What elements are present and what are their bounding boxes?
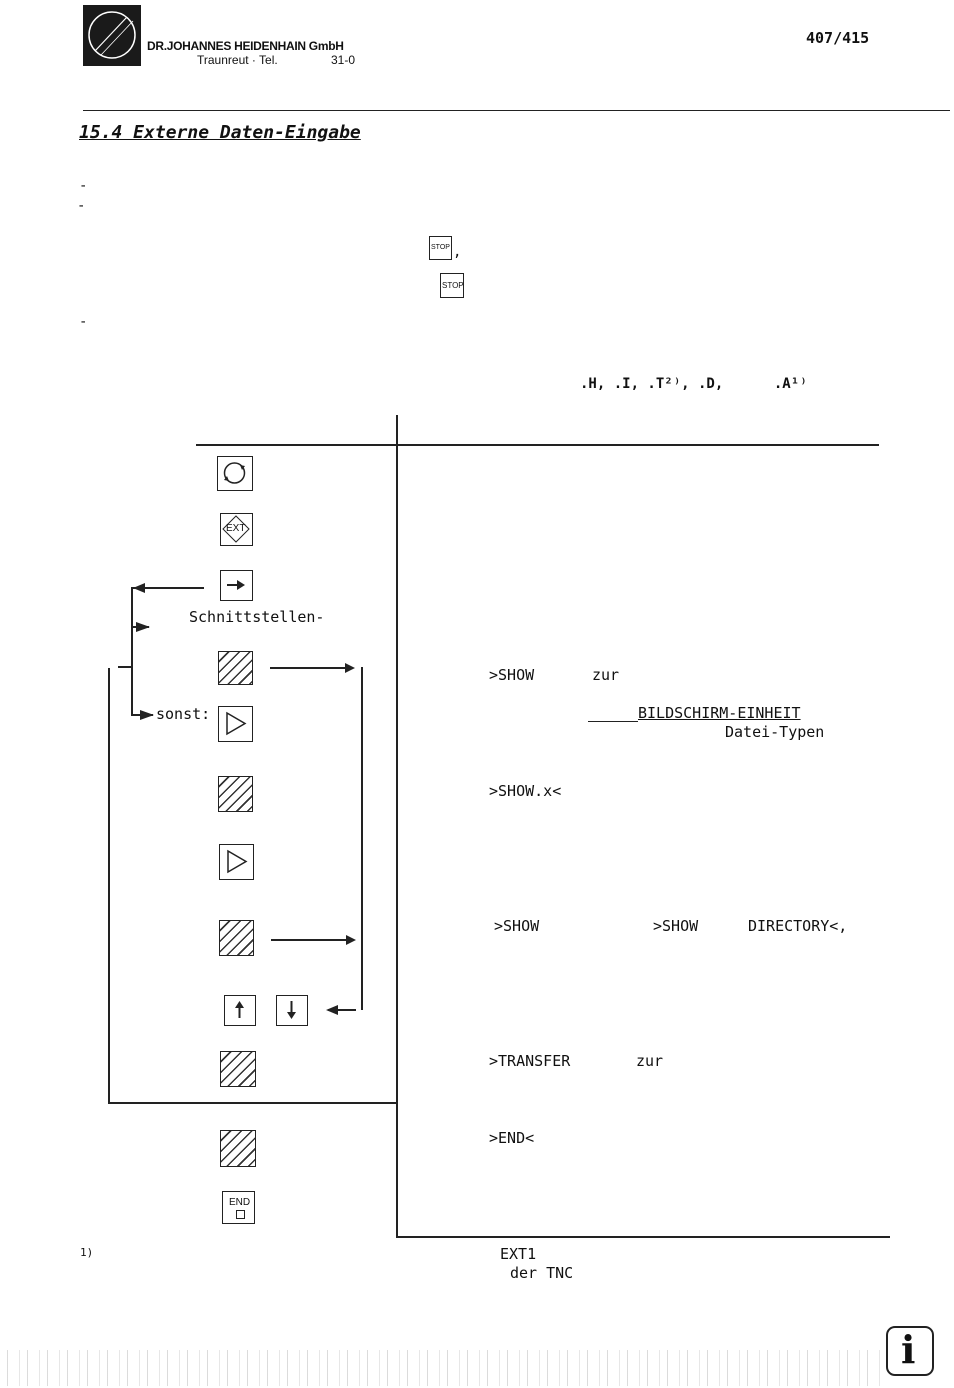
text-show-2: >SHOW bbox=[494, 917, 540, 935]
arrow-up-key bbox=[224, 995, 256, 1026]
text-datei-typen: Datei-Typen bbox=[725, 723, 825, 741]
stop-key-2-label: STOP bbox=[442, 281, 464, 290]
footnote-marker: 1) bbox=[80, 1246, 94, 1259]
page-reference: 407/415 bbox=[806, 29, 870, 47]
table-bottom-rule bbox=[396, 1236, 890, 1238]
text-zur-1: zur bbox=[592, 666, 620, 684]
label-schnittstellen: Schnittstellen- bbox=[189, 608, 325, 626]
flow-left-inner bbox=[131, 588, 133, 715]
flow-right-arrow-mid bbox=[271, 939, 351, 941]
ext-key-label: EXT bbox=[226, 523, 246, 534]
flow-arrow-left-1 bbox=[133, 583, 145, 593]
info-icon: i bbox=[901, 1327, 916, 1372]
end-key: END bbox=[222, 1191, 255, 1224]
softkey-2 bbox=[218, 776, 253, 812]
bullet-1: - bbox=[79, 178, 88, 194]
company-name: DR.JOHANNES HEIDENHAIN GmbH bbox=[147, 39, 344, 53]
play-key-2 bbox=[219, 844, 254, 880]
bullet-3: - bbox=[79, 314, 88, 330]
text-end: >END< bbox=[489, 1129, 535, 1147]
header-rule bbox=[83, 110, 950, 111]
stop-key-1: STOP bbox=[429, 236, 452, 260]
softkey-3 bbox=[219, 920, 254, 956]
flow-left-outer bbox=[108, 668, 110, 1104]
ext-key: EXT bbox=[220, 513, 253, 546]
flow-arrow-right-3 bbox=[345, 663, 355, 673]
softkey-1 bbox=[218, 651, 253, 685]
arrow-right-icon bbox=[227, 580, 245, 590]
text-directory: DIRECTORY<, bbox=[748, 917, 848, 935]
scan-noise-strip bbox=[0, 1350, 880, 1386]
arrow-right-key bbox=[220, 570, 253, 601]
flow-arrow-left-2 bbox=[326, 1005, 338, 1015]
ext-diamond-icon bbox=[222, 515, 250, 543]
flow-arrow-right-1 bbox=[136, 622, 150, 632]
arrow-down-icon bbox=[287, 1001, 296, 1019]
flow-right-arrow-top bbox=[270, 667, 350, 669]
flow-return-branch bbox=[328, 1009, 356, 1011]
company-phone: 31-0 bbox=[331, 53, 356, 67]
mode-cycle-key bbox=[217, 456, 253, 491]
bildschirm-underline-lead bbox=[588, 721, 638, 722]
text-bildschirm-einheit: BILDSCHIRM-EINHEIT bbox=[638, 704, 801, 722]
info-button[interactable]: i bbox=[886, 1326, 934, 1376]
table-divider-vertical bbox=[396, 415, 398, 1237]
section-title: 15.4 Externe Daten-Eingabe bbox=[79, 122, 361, 143]
text-transfer: >TRANSFER bbox=[489, 1052, 571, 1070]
arrow-up-icon bbox=[235, 1001, 244, 1018]
stop-key-2: STOP bbox=[440, 273, 464, 298]
table-section-rule bbox=[110, 1102, 398, 1104]
text-show-3: >SHOW bbox=[653, 917, 699, 935]
text-show-x: >SHOW.x< bbox=[489, 782, 562, 800]
bullet-2: - bbox=[77, 198, 86, 214]
flow-outer-branch bbox=[118, 666, 132, 668]
file-types-line: .H, .I, .T²⁾, .D, .A¹⁾ bbox=[580, 376, 808, 392]
logo-emblem-icon bbox=[88, 11, 136, 59]
text-show-1: >SHOW bbox=[489, 666, 535, 684]
table-header-rule bbox=[196, 444, 879, 446]
end-key-label: END bbox=[229, 1197, 251, 1208]
footnote-ext1: EXT1 bbox=[500, 1245, 537, 1263]
flow-top-branch bbox=[131, 587, 204, 589]
flow-arrow-right-2 bbox=[140, 710, 154, 720]
label-sonst: sonst: bbox=[156, 705, 211, 723]
cycle-arrows-icon bbox=[223, 462, 246, 484]
softkey-5 bbox=[220, 1130, 256, 1167]
flow-arrow-right-4 bbox=[346, 935, 356, 945]
company-address: Traunreut · Tel. bbox=[197, 53, 278, 67]
heidenhain-logo bbox=[83, 5, 141, 66]
text-zur-2: zur bbox=[636, 1052, 664, 1070]
end-key-square-icon bbox=[236, 1210, 245, 1219]
play-key-1 bbox=[218, 706, 253, 742]
arrow-down-key bbox=[276, 995, 308, 1026]
play-triangle-icon bbox=[226, 711, 247, 736]
stop-key-1-label: STOP bbox=[431, 244, 450, 251]
flow-right-vertical bbox=[361, 667, 363, 1010]
footnote-der-tnc: der TNC bbox=[510, 1264, 574, 1282]
stop-suffix: , bbox=[453, 244, 462, 260]
softkey-4 bbox=[220, 1051, 256, 1087]
play-triangle-icon bbox=[227, 849, 248, 874]
